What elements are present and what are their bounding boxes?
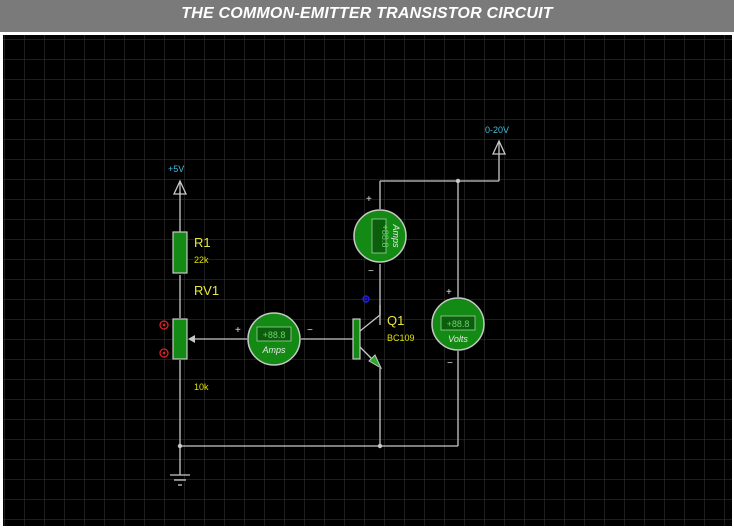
meter-unit: Volts — [448, 334, 468, 344]
meter-minus: − — [447, 358, 453, 369]
junctions — [177, 178, 461, 449]
meter-display — [440, 315, 476, 331]
vce-label: 0-20V — [485, 125, 509, 135]
schematic-canvas[interactable]: +5V 0-20V R1 22k RV1 10k +88.8 Amp — [3, 35, 732, 526]
rv1-ref: RV1 — [194, 283, 219, 298]
r1-value: 22k — [194, 255, 209, 265]
ammeter-collector[interactable]: +88.8 Amps + − — [353, 194, 407, 277]
adjust-up-icon[interactable] — [159, 320, 169, 330]
meter-minus: − — [368, 266, 374, 277]
rv1-value: 10k — [194, 382, 209, 392]
adjust-down-icon[interactable] — [159, 348, 169, 358]
transistor-q1[interactable]: Q1 BC109 — [352, 295, 415, 370]
q1-ref: Q1 — [387, 313, 404, 328]
r1-ref: R1 — [194, 235, 211, 250]
emitter-arrow-icon — [368, 354, 383, 370]
schematic-svg[interactable]: +5V 0-20V R1 22k RV1 10k +88.8 Amp — [3, 35, 732, 526]
meter-display — [371, 218, 387, 254]
probe-marker-icon[interactable] — [362, 295, 370, 303]
vcc-label: +5V — [168, 164, 184, 174]
meter-reading: +88.8 — [447, 319, 470, 329]
meter-reading: +88.8 — [380, 225, 390, 248]
meter-plus: + — [235, 325, 241, 336]
junction-dot — [377, 443, 383, 449]
voltmeter[interactable]: +88.8 Volts + − — [431, 287, 485, 369]
meter-plus: + — [366, 194, 372, 205]
page-title: THE COMMON-EMITTER TRANSISTOR CIRCUIT — [181, 5, 553, 22]
meter-minus: − — [307, 325, 313, 336]
title-bar: THE COMMON-EMITTER TRANSISTOR CIRCUIT — [0, 0, 734, 34]
meter-display — [256, 326, 292, 342]
collector-lead — [359, 314, 381, 332]
vcc-terminal[interactable]: +5V — [168, 164, 188, 195]
meter-unit: Amps — [261, 345, 286, 355]
junction-dot — [455, 178, 461, 184]
ammeter-base[interactable]: +88.8 Amps + − — [235, 312, 313, 366]
meter-unit: Amps — [391, 223, 401, 248]
wires — [179, 156, 500, 463]
resistor-r1[interactable]: R1 22k — [172, 231, 211, 274]
meter-reading: +88.8 — [263, 330, 286, 340]
vce-terminal[interactable]: 0-20V — [485, 125, 509, 156]
resistor-body[interactable] — [172, 231, 188, 274]
transistor-base-bar[interactable] — [352, 318, 361, 360]
meter-plus: + — [446, 287, 452, 298]
junction-dot — [177, 443, 183, 449]
potentiometer-rv1[interactable]: RV1 10k — [159, 283, 219, 392]
potentiometer-body[interactable] — [172, 318, 188, 360]
ground-icon — [170, 463, 190, 486]
wiper-arrow-icon — [188, 335, 195, 343]
q1-value: BC109 — [387, 333, 415, 343]
grid — [3, 35, 732, 526]
